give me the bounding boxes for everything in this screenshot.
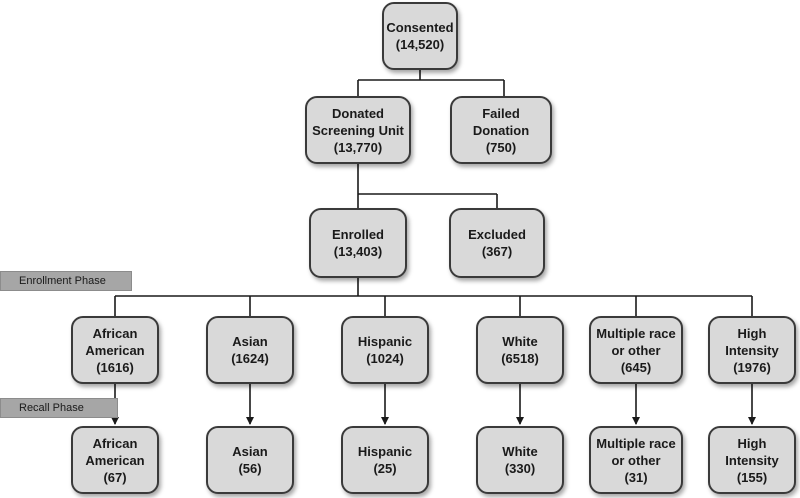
node-enrolled-line2: (13,403) (333, 244, 383, 259)
recall-african-american-line2: American (85, 452, 145, 468)
node-enroll-multiple-race: Multiple race or other (645) (589, 316, 683, 384)
node-enroll-african-american: African American (1616) (71, 316, 159, 384)
recall-high-intensity-line3: (155) (736, 469, 768, 485)
node-donated-screening-unit: Donated Screening Unit (13,770) (305, 96, 411, 164)
node-consented: Consented (14,520) (382, 2, 458, 70)
recall-asian-line1: Asian (232, 444, 268, 459)
node-donated-line2: Screening Unit (312, 122, 404, 138)
enroll-white-line2: (6518) (501, 351, 539, 366)
enroll-african-american-line2: American (85, 342, 145, 358)
node-failed-line2: Donation (472, 122, 530, 138)
enroll-high-intensity-line1: High (737, 325, 767, 341)
node-enroll-white: White (6518) (476, 316, 564, 384)
node-enrolled-line1: Enrolled (331, 227, 384, 242)
node-recall-african-american: African American (67) (71, 426, 159, 494)
connector-enrolled (114, 278, 753, 316)
recall-multiple-race-line1: Multiple race (596, 435, 676, 451)
node-donated-line3: (13,770) (333, 139, 383, 155)
node-recall-asian: Asian (56) (206, 426, 294, 494)
recall-hispanic-line1: Hispanic (357, 444, 413, 459)
enroll-high-intensity-line2: Intensity (725, 342, 779, 358)
recall-white-line2: (330) (504, 461, 536, 476)
node-enroll-hispanic: Hispanic (1024) (341, 316, 429, 384)
node-donated-line1: Donated (332, 105, 384, 121)
recall-asian-line2: (56) (238, 461, 262, 476)
node-excluded-line2: (367) (481, 244, 513, 259)
enroll-hispanic-line2: (1024) (366, 351, 404, 366)
enroll-multiple-race-line2: or other (611, 342, 661, 358)
node-enroll-high-intensity: High Intensity (1976) (708, 316, 796, 384)
recall-high-intensity-line1: High (737, 435, 767, 451)
node-consented-line2: (14,520) (395, 37, 445, 52)
recall-african-american-line3: (67) (103, 469, 127, 485)
enroll-white-line1: White (502, 334, 538, 349)
node-failed-line1: Failed (482, 105, 520, 121)
node-recall-hispanic: Hispanic (25) (341, 426, 429, 494)
recall-phase-label: Recall Phase (0, 398, 118, 418)
node-enroll-asian: Asian (1624) (206, 316, 294, 384)
enroll-asian-line1: Asian (232, 334, 268, 349)
recall-high-intensity-line2: Intensity (725, 452, 779, 468)
enrollment-phase-label: Enrollment Phase (0, 271, 132, 291)
enroll-asian-line2: (1624) (231, 351, 269, 366)
enroll-african-american-line3: (1616) (96, 359, 134, 375)
recall-white-line1: White (502, 444, 538, 459)
enroll-multiple-race-line3: (645) (620, 359, 652, 375)
node-excluded-line1: Excluded (468, 227, 526, 242)
recall-hispanic-line2: (25) (373, 461, 397, 476)
enroll-high-intensity-line3: (1976) (733, 359, 771, 375)
enroll-hispanic-line1: Hispanic (357, 334, 413, 349)
connector-donated (357, 164, 498, 208)
recall-multiple-race-line3: (31) (624, 469, 648, 485)
node-failed-donation: Failed Donation (750) (450, 96, 552, 164)
enroll-african-american-line1: African (92, 325, 138, 341)
node-recall-white: White (330) (476, 426, 564, 494)
node-recall-high-intensity: High Intensity (155) (708, 426, 796, 494)
node-consented-line1: Consented (386, 20, 454, 35)
node-failed-line3: (750) (485, 139, 517, 155)
recall-multiple-race-line2: or other (611, 452, 661, 468)
node-recall-multiple-race: Multiple race or other (31) (589, 426, 683, 494)
node-enrolled: Enrolled (13,403) (309, 208, 407, 278)
recall-african-american-line1: African (92, 435, 138, 451)
enroll-multiple-race-line1: Multiple race (596, 325, 676, 341)
connector-consented (357, 70, 505, 96)
node-excluded: Excluded (367) (449, 208, 545, 278)
